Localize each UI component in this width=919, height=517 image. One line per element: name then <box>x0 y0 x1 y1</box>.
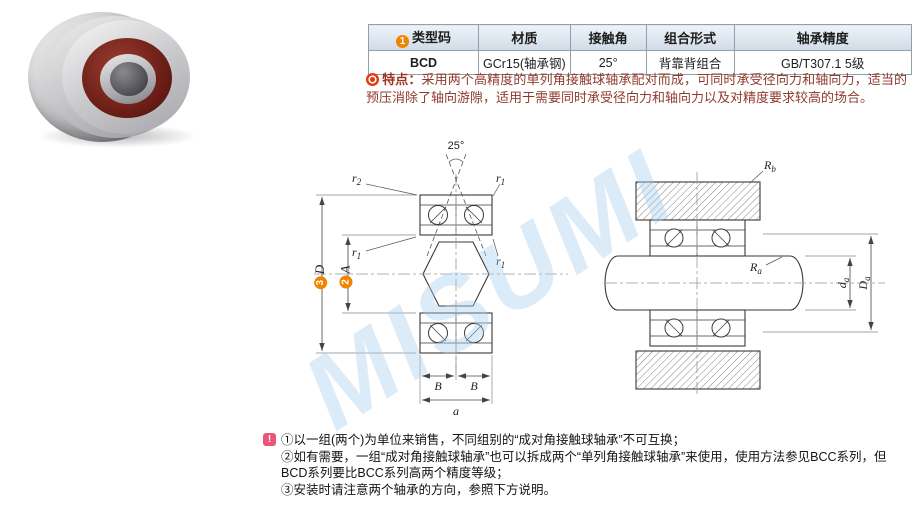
contact-angle-lines: 25° <box>426 140 487 257</box>
extension-lines-right <box>763 233 878 333</box>
label-da: da <box>835 277 851 288</box>
value-precision: GB/T307.1 5级 <box>733 50 912 75</box>
label-Ra: Ra <box>749 260 762 276</box>
label-r1-top: r1 <box>496 171 505 187</box>
technical-drawing: 25° B B a r2 r1 r1 r1 <box>314 140 885 418</box>
header-material: 材质 <box>478 24 571 51</box>
bearing-bore-hole <box>110 62 148 96</box>
notes-section: ! ①以一组(两个)为单位来销售，不同组别的“成对角接触球轴承”不可互换； ②如… <box>263 432 911 498</box>
label-r1-mid-left: r1 <box>352 245 361 261</box>
R-leader-lines <box>749 170 783 266</box>
housing-bottom <box>635 350 761 390</box>
note-item-1: ①以一组(两个)为单位来销售，不同组别的“成对角接触球轴承”不可互换； <box>281 433 686 447</box>
label-a: a <box>453 404 459 418</box>
contact-angle-label: 25° <box>448 140 465 152</box>
value-type-code: BCD <box>368 50 479 75</box>
label-B-right: B <box>470 379 478 393</box>
header-combination: 组合形式 <box>645 24 735 51</box>
label-Da: Da <box>856 276 872 291</box>
dimension-lines-right <box>847 236 874 330</box>
label-r2: r2 <box>352 171 362 187</box>
extension-lines-left <box>316 194 493 404</box>
note-item-2: ②如有需要，一组“成对角接触球轴承”也可以拆成两个“单列角接触球轴承”来使用，使… <box>281 449 887 481</box>
note-item-3: ③安装时请注意两个轴承的方向，参照下方说明。 <box>281 482 557 497</box>
label-Rb: Rb <box>763 158 776 174</box>
features-section: 特点：采用两个高精度的单列角接触球轴承配对而成，可同时承受径向力和轴向力，适当的… <box>366 71 907 107</box>
value-combination: 背靠背组合 <box>645 50 735 75</box>
value-contact-angle: 25° <box>569 50 647 75</box>
circled-3-icon: 3 <box>313 276 327 290</box>
label-r1-mid-right: r1 <box>496 254 505 270</box>
centerlines-left <box>314 174 568 374</box>
label-B-left: B <box>434 379 442 393</box>
circled-1-icon: 1 <box>395 35 409 48</box>
circled-2-icon: 2 <box>338 275 352 289</box>
features-label: 特点： <box>382 72 422 87</box>
right-mounted-section <box>604 181 804 390</box>
housing-top <box>635 181 761 221</box>
header-contact-angle: 接触角 <box>569 24 647 51</box>
dimension-lines-left <box>319 197 490 403</box>
r-leader-lines <box>365 183 501 257</box>
bearing-photo <box>22 8 222 153</box>
features-bullet-icon <box>366 73 379 86</box>
header-precision: 轴承精度 <box>733 24 912 51</box>
spec-table-value-row: BCD GCr15(轴承钢) 25° 背靠背组合 GB/T307.1 5级 <box>368 50 912 75</box>
centerlines-right <box>605 172 885 396</box>
features-text: 采用两个高精度的单列角接触球轴承配对而成，可同时承受径向力和轴向力，适当的预压消… <box>366 72 907 105</box>
note-alert-icon: ! <box>263 433 276 446</box>
value-material: GCr15(轴承钢) <box>478 50 571 75</box>
